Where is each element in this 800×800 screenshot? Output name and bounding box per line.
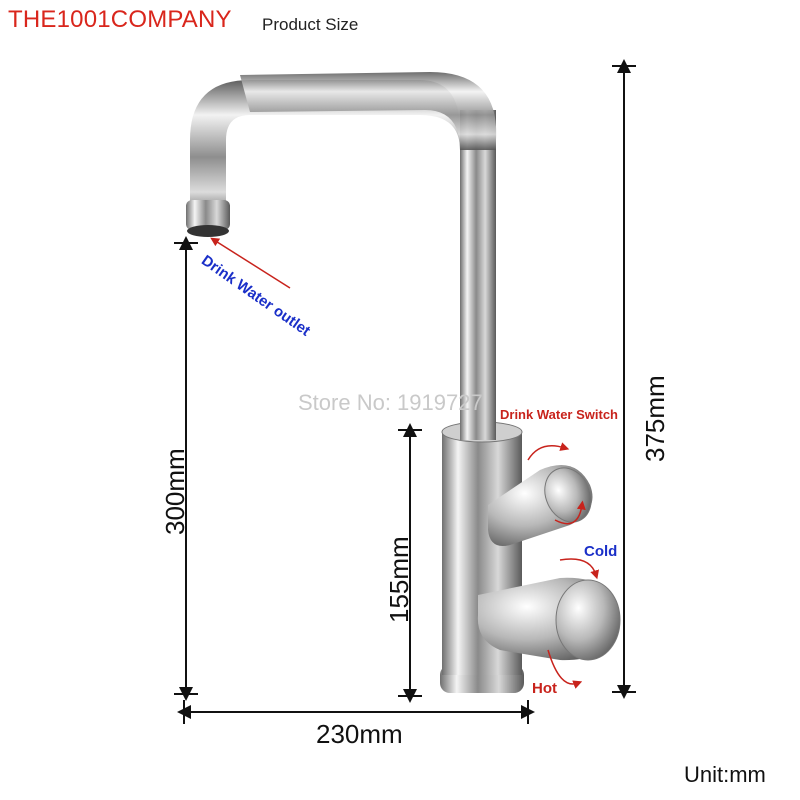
cold-callout: Cold xyxy=(584,543,618,560)
unit-label: Unit:mm xyxy=(684,762,766,787)
body-height-label: 155mm xyxy=(384,536,414,623)
brand-name: THE1001COMPANY xyxy=(8,6,232,33)
page-subtitle: Product Size xyxy=(262,15,359,34)
reach-label: 230mm xyxy=(316,719,403,749)
switch-callout: Drink Water Switch xyxy=(500,407,618,422)
hot-callout: Hot xyxy=(532,680,557,697)
spout-height-label: 300mm xyxy=(160,448,190,535)
store-watermark: Store No: 1919727 xyxy=(298,390,483,415)
dimension-lines xyxy=(174,59,636,724)
callout-arrows xyxy=(210,237,600,689)
total-height-label: 375mm xyxy=(640,375,670,462)
